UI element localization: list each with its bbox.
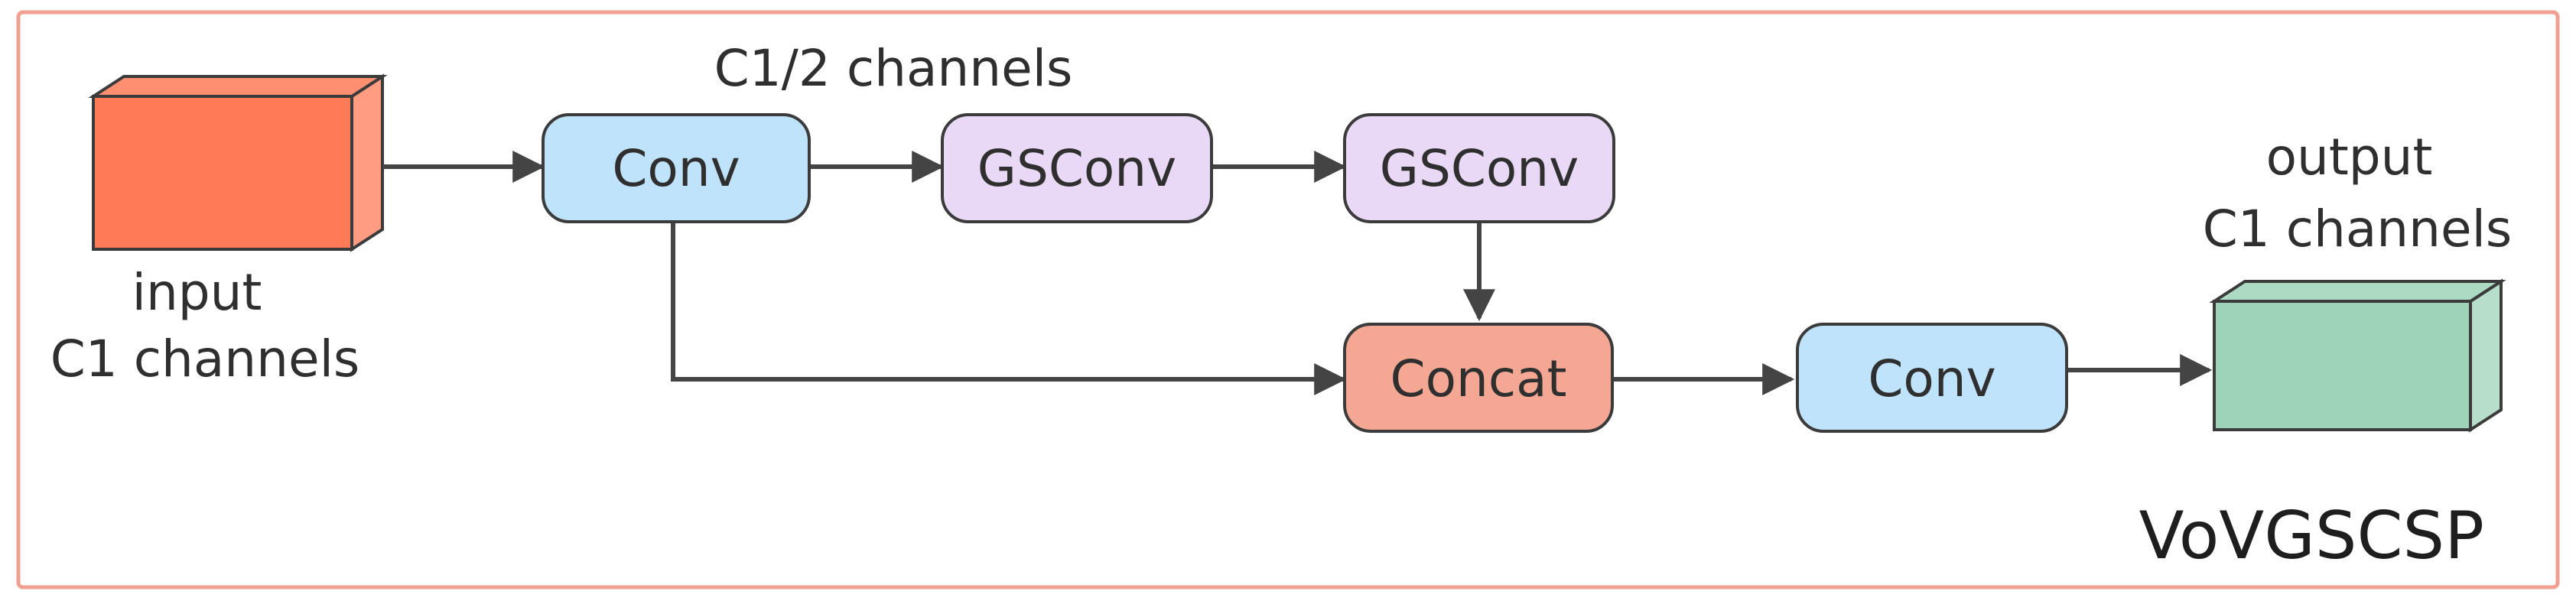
connectors [382,151,2213,395]
diagram-frame [16,10,2560,590]
node-conv-2: Conv [1796,323,2068,433]
output-caption: output C1 channels [2203,128,2513,258]
input-caption: input C1 channels [50,263,360,388]
diagram-title: VoVGSCSP [2139,498,2484,574]
arrow-conv-skip-to-concat [671,222,1347,395]
output-caption-line-1: output [2266,128,2433,187]
node-gsconv-1-label: GSConv [977,139,1176,198]
node-concat-label: Concat [1390,349,1567,408]
node-conv-1: Conv [542,113,811,223]
node-gsconv-1: GSConv [941,113,1213,223]
input-caption-line-2: C1 channels [50,330,360,388]
output-caption-line-2: C1 channels [2203,200,2513,258]
input-block [88,73,388,252]
node-gsconv-2: GSConv [1343,113,1615,223]
input-caption-line-1: input [132,263,262,322]
node-conv-2-label: Conv [1868,349,1995,408]
top-caption: C1/2 channels [714,39,1073,98]
output-block [2209,278,2506,433]
node-concat: Concat [1343,323,1614,433]
node-gsconv-2-label: GSConv [1380,139,1579,198]
node-conv-1-label: Conv [612,139,740,198]
